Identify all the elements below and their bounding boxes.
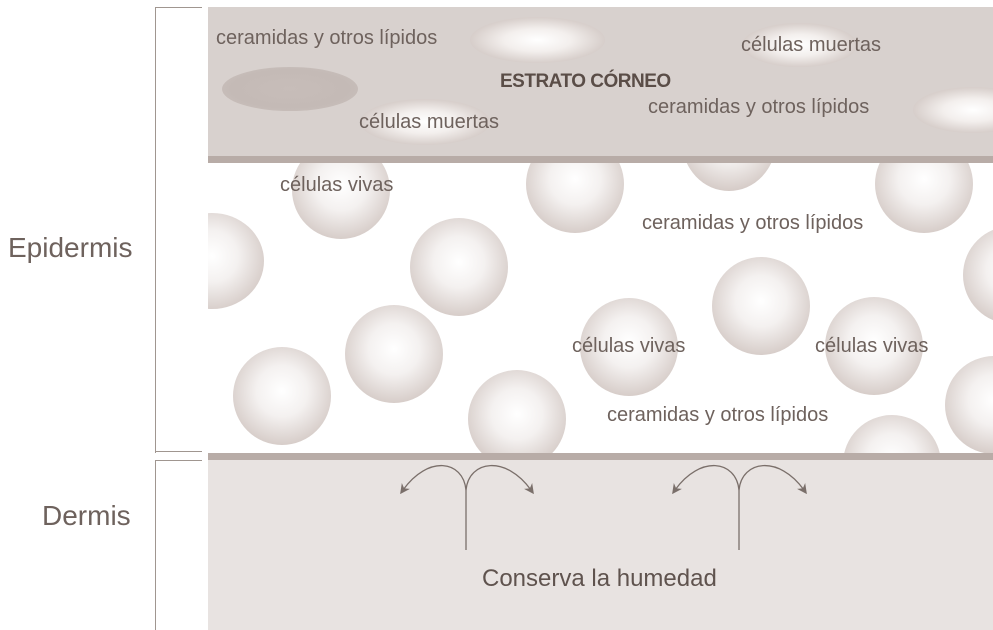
conserva-humedad-label: Conserva la humedad <box>482 565 717 592</box>
lipids-label: ceramidas y otros lípidos <box>607 404 829 426</box>
dead-cell <box>222 67 358 111</box>
stratum-corneum-title: ESTRATO CÓRNEO <box>500 71 671 92</box>
epidermis-bracket <box>155 7 202 453</box>
living-cell <box>233 347 331 445</box>
living-cell <box>292 163 390 239</box>
dead-cell <box>470 17 605 63</box>
lipids-label: ceramidas y otros lípidos <box>216 27 438 49</box>
living-cells-label: células vivas <box>572 335 686 357</box>
dermis-bracket <box>155 460 202 630</box>
living-cells-layer <box>208 163 993 453</box>
stratum-separator <box>208 156 993 163</box>
living-cell <box>580 298 678 396</box>
living-cell <box>468 370 566 453</box>
moisture-arrow-left <box>400 465 534 550</box>
living-cell <box>825 297 923 395</box>
living-cell <box>712 257 810 355</box>
dead-cells-label: células muertas <box>741 34 882 56</box>
dermis-label: Dermis <box>42 500 131 531</box>
dead-cell <box>742 23 857 67</box>
living-cell <box>345 305 443 403</box>
living-cell <box>410 218 508 316</box>
dermis-separator <box>208 453 993 460</box>
lipids-label: ceramidas y otros lípidos <box>648 96 870 118</box>
epidermis-label: Epidermis <box>8 232 133 263</box>
lipids-label: ceramidas y otros lípidos <box>642 212 864 234</box>
dead-cell <box>360 99 490 145</box>
dead-cells-label: células muertas <box>359 111 500 133</box>
living-cells-label: células vivas <box>280 174 394 196</box>
living-cells-label: células vivas <box>815 335 929 357</box>
dermis-layer <box>208 460 993 630</box>
moisture-arrow-right <box>672 465 807 550</box>
